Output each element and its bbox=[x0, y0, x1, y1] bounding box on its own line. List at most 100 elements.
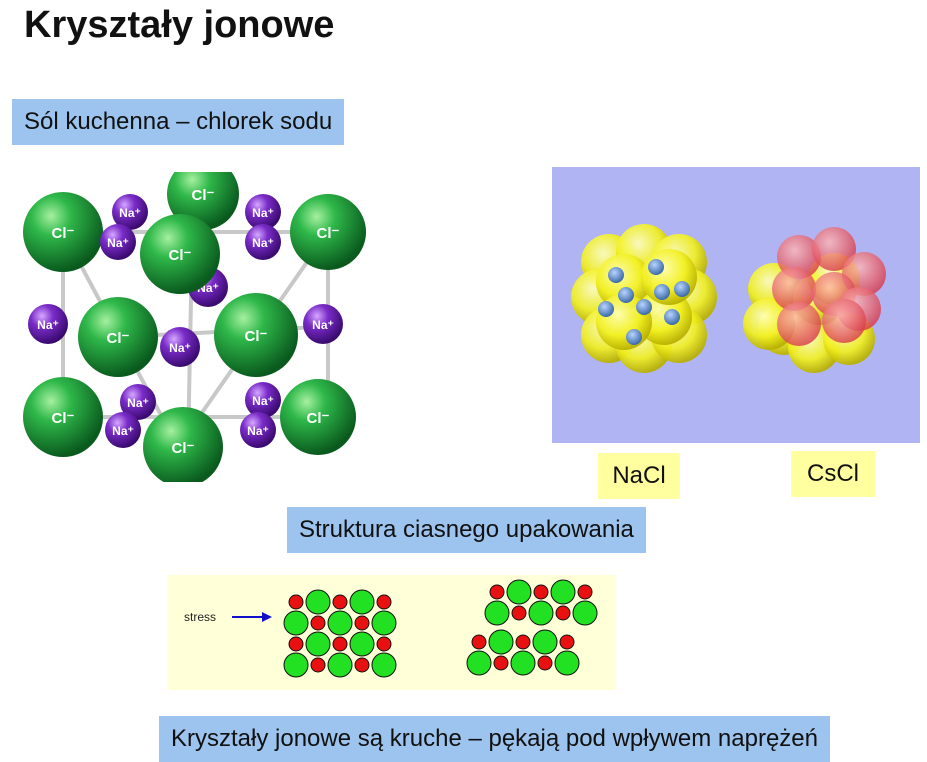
sodium-label: Na⁺ bbox=[107, 236, 129, 250]
chloride-ion: Cl⁻ bbox=[280, 379, 356, 455]
cation-disc bbox=[511, 605, 527, 621]
chloride-ion: Cl⁻ bbox=[140, 214, 220, 294]
large-sphere bbox=[596, 254, 652, 310]
nacl-label: NaCl bbox=[598, 453, 680, 499]
cation-disc bbox=[332, 594, 348, 610]
anion-disc bbox=[371, 610, 397, 636]
chloride-ion: Cl⁻ bbox=[143, 407, 223, 482]
cation-disc bbox=[376, 594, 392, 610]
anion-disc bbox=[550, 579, 576, 605]
slide-title: Kryształy jonowe bbox=[24, 4, 335, 46]
cation-disc bbox=[288, 636, 304, 652]
chloride-label: Cl⁻ bbox=[169, 247, 192, 264]
sodium-ion: Na⁺ bbox=[105, 412, 141, 448]
anion-disc bbox=[488, 629, 514, 655]
small-sphere bbox=[664, 309, 680, 325]
medium-sphere bbox=[812, 227, 856, 271]
anion-disc bbox=[510, 650, 536, 676]
anion-disc bbox=[466, 650, 492, 676]
anion-disc bbox=[371, 652, 397, 678]
chloride-ion: Cl⁻ bbox=[290, 194, 366, 270]
sodium-label: Na⁺ bbox=[112, 424, 134, 438]
intact-ion-lattice bbox=[283, 589, 397, 678]
chloride-label: Cl⁻ bbox=[245, 328, 268, 345]
anion-disc bbox=[349, 631, 375, 657]
chloride-label: Cl⁻ bbox=[52, 225, 75, 242]
stress-arrow-head bbox=[262, 612, 272, 622]
sodium-ion: Na⁺ bbox=[303, 304, 343, 344]
cation-disc bbox=[471, 634, 487, 650]
anion-disc bbox=[283, 652, 309, 678]
sodium-label: Na⁺ bbox=[119, 206, 141, 220]
anion-disc bbox=[532, 629, 558, 655]
sodium-label: Na⁺ bbox=[127, 396, 149, 410]
chloride-label: Cl⁻ bbox=[307, 410, 330, 427]
brittle-label: Kryształy jonowe są kruche – pękają pod … bbox=[159, 716, 831, 762]
packing-spheres-image bbox=[552, 167, 920, 443]
medium-sphere bbox=[822, 299, 866, 343]
salt-label: Sól kuchenna – chlorek sodu bbox=[12, 99, 345, 145]
cation-disc bbox=[310, 615, 326, 631]
sodium-label: Na⁺ bbox=[252, 394, 274, 408]
chloride-label: Cl⁻ bbox=[317, 225, 340, 242]
cscl-label: CsCl bbox=[791, 451, 875, 497]
anion-disc bbox=[572, 600, 598, 626]
anion-disc bbox=[327, 652, 353, 678]
fractured-ion-lattice bbox=[466, 579, 598, 676]
sodium-label: Na⁺ bbox=[37, 318, 59, 332]
small-sphere bbox=[618, 287, 634, 303]
cation-disc bbox=[310, 657, 326, 673]
sodium-ion: Na⁺ bbox=[120, 384, 156, 420]
cation-disc bbox=[533, 584, 549, 600]
anion-disc bbox=[528, 600, 554, 626]
chloride-label: Cl⁻ bbox=[52, 410, 75, 427]
sodium-label: Na⁺ bbox=[247, 424, 269, 438]
large-sphere bbox=[641, 249, 697, 305]
sodium-ion: Na⁺ bbox=[160, 327, 200, 367]
anion-disc bbox=[305, 589, 331, 615]
cation-disc bbox=[288, 594, 304, 610]
sodium-label: Na⁺ bbox=[169, 341, 191, 355]
stress-diagram: stress bbox=[168, 575, 616, 690]
packing-label: Struktura ciasnego upakowania bbox=[287, 507, 646, 553]
sodium-ion: Na⁺ bbox=[240, 412, 276, 448]
nacl-crystal-model: Na⁺ Na⁺ Cl⁻ Na⁺ Cl⁻ Cl⁻ Na⁺ Na⁺ Cl⁻ Na⁺ Na⁺ Cl⁻ Cl⁻ N… bbox=[23, 172, 366, 482]
sodium-label: Na⁺ bbox=[312, 318, 334, 332]
small-sphere bbox=[654, 284, 670, 300]
medium-sphere bbox=[772, 267, 816, 311]
chloride-ion: Cl⁻ bbox=[214, 293, 298, 377]
cation-disc bbox=[354, 657, 370, 673]
small-sphere bbox=[598, 301, 614, 317]
cation-disc bbox=[332, 636, 348, 652]
sodium-ion: Na⁺ bbox=[245, 194, 281, 230]
cation-disc bbox=[515, 634, 531, 650]
chloride-ion: Cl⁻ bbox=[23, 377, 103, 457]
chloride-ion: Cl⁻ bbox=[23, 192, 103, 272]
anion-disc bbox=[484, 600, 510, 626]
nacl-sphere-cluster bbox=[571, 224, 717, 373]
chloride-label: Cl⁻ bbox=[192, 187, 215, 204]
sodium-ion: Na⁺ bbox=[112, 194, 148, 230]
cation-disc bbox=[493, 655, 509, 671]
sodium-ion: Na⁺ bbox=[245, 382, 281, 418]
anion-disc bbox=[327, 610, 353, 636]
anion-disc bbox=[349, 589, 375, 615]
cation-disc bbox=[489, 584, 505, 600]
sodium-label: Na⁺ bbox=[252, 206, 274, 220]
cation-disc bbox=[577, 584, 593, 600]
anion-disc bbox=[305, 631, 331, 657]
anion-disc bbox=[283, 610, 309, 636]
small-sphere bbox=[608, 267, 624, 283]
stress-label: stress bbox=[184, 610, 216, 624]
chloride-label: Cl⁻ bbox=[172, 440, 195, 457]
anion-disc bbox=[506, 579, 532, 605]
small-sphere bbox=[636, 299, 652, 315]
cation-disc bbox=[376, 636, 392, 652]
cation-disc bbox=[555, 605, 571, 621]
sodium-ion: Na⁺ bbox=[100, 224, 136, 260]
sodium-ion: Na⁺ bbox=[28, 304, 68, 344]
small-sphere bbox=[626, 329, 642, 345]
cscl-sphere-cluster bbox=[743, 227, 886, 373]
chloride-label: Cl⁻ bbox=[107, 330, 130, 347]
anion-disc bbox=[554, 650, 580, 676]
